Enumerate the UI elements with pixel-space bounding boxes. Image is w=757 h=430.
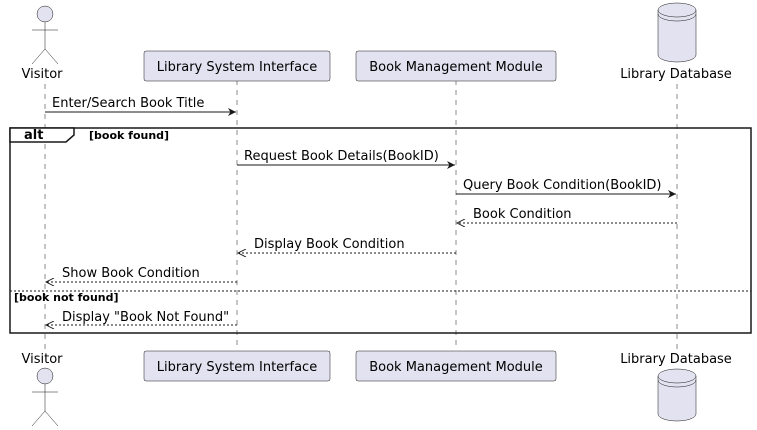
participant-module-bottom: Book Management Module (355, 350, 557, 382)
message-enter-search: Enter/Search Book Title (45, 96, 236, 116)
participant-label-database: Library Database (620, 67, 732, 82)
database-icon (657, 368, 697, 422)
participant-module-top: Book Management Module (355, 50, 557, 82)
participant-label-visitor: Visitor (22, 67, 64, 82)
svg-text:Show Book Condition: Show Book Condition (62, 266, 200, 281)
participant-box (355, 50, 557, 82)
message-query-condition: Query Book Condition(BookID) (456, 178, 676, 198)
svg-text:Book Condition: Book Condition (473, 207, 572, 222)
svg-text:Display Book Condition: Display Book Condition (254, 237, 405, 252)
svg-text:Enter/Search Book Title: Enter/Search Book Title (52, 96, 204, 111)
participant-interface-bottom: Library System Interface (143, 350, 331, 382)
participant-label-interface: Library System Interface (157, 360, 317, 375)
message-request-details: Request Book Details(BookID) (237, 149, 455, 169)
database-icon (657, 2, 697, 63)
message-display-condition: Display Book Condition (238, 237, 456, 253)
actor-icon (31, 367, 59, 427)
message-show-condition: Show Book Condition (46, 266, 237, 282)
alt-keyword: alt (24, 128, 43, 143)
alt-guard-found: [book found] (89, 129, 169, 142)
alt-tab (9, 127, 75, 143)
participant-visitor-bottom: Visitor (22, 352, 64, 427)
alt-guard-not-found: [book not found] (14, 291, 119, 304)
message-not-found: Display "Book Not Found" (46, 310, 237, 325)
participant-box (355, 350, 557, 382)
participant-box (143, 50, 331, 82)
participant-database-top: Library Database (620, 2, 732, 82)
actor-icon (31, 5, 59, 65)
svg-text:Query Book Condition(BookID): Query Book Condition(BookID) (463, 178, 662, 193)
participant-label-module: Book Management Module (369, 60, 543, 75)
participant-database-bottom: Library Database (620, 352, 732, 422)
message-book-condition: Book Condition (457, 207, 677, 223)
participant-label-visitor: Visitor (22, 352, 64, 367)
participant-visitor-top: Visitor (22, 5, 64, 82)
participant-label-interface: Library System Interface (157, 60, 317, 75)
participant-label-database: Library Database (620, 352, 732, 367)
participant-label-module: Book Management Module (369, 360, 543, 375)
participant-box (143, 350, 331, 382)
participant-interface-top: Library System Interface (143, 50, 331, 82)
svg-text:Display "Book Not Found": Display "Book Not Found" (62, 310, 229, 325)
alt-frame (9, 127, 752, 334)
alt-fragment: alt [book found] [book not found] (9, 127, 752, 334)
svg-text:Request Book Details(BookID): Request Book Details(BookID) (244, 149, 439, 164)
